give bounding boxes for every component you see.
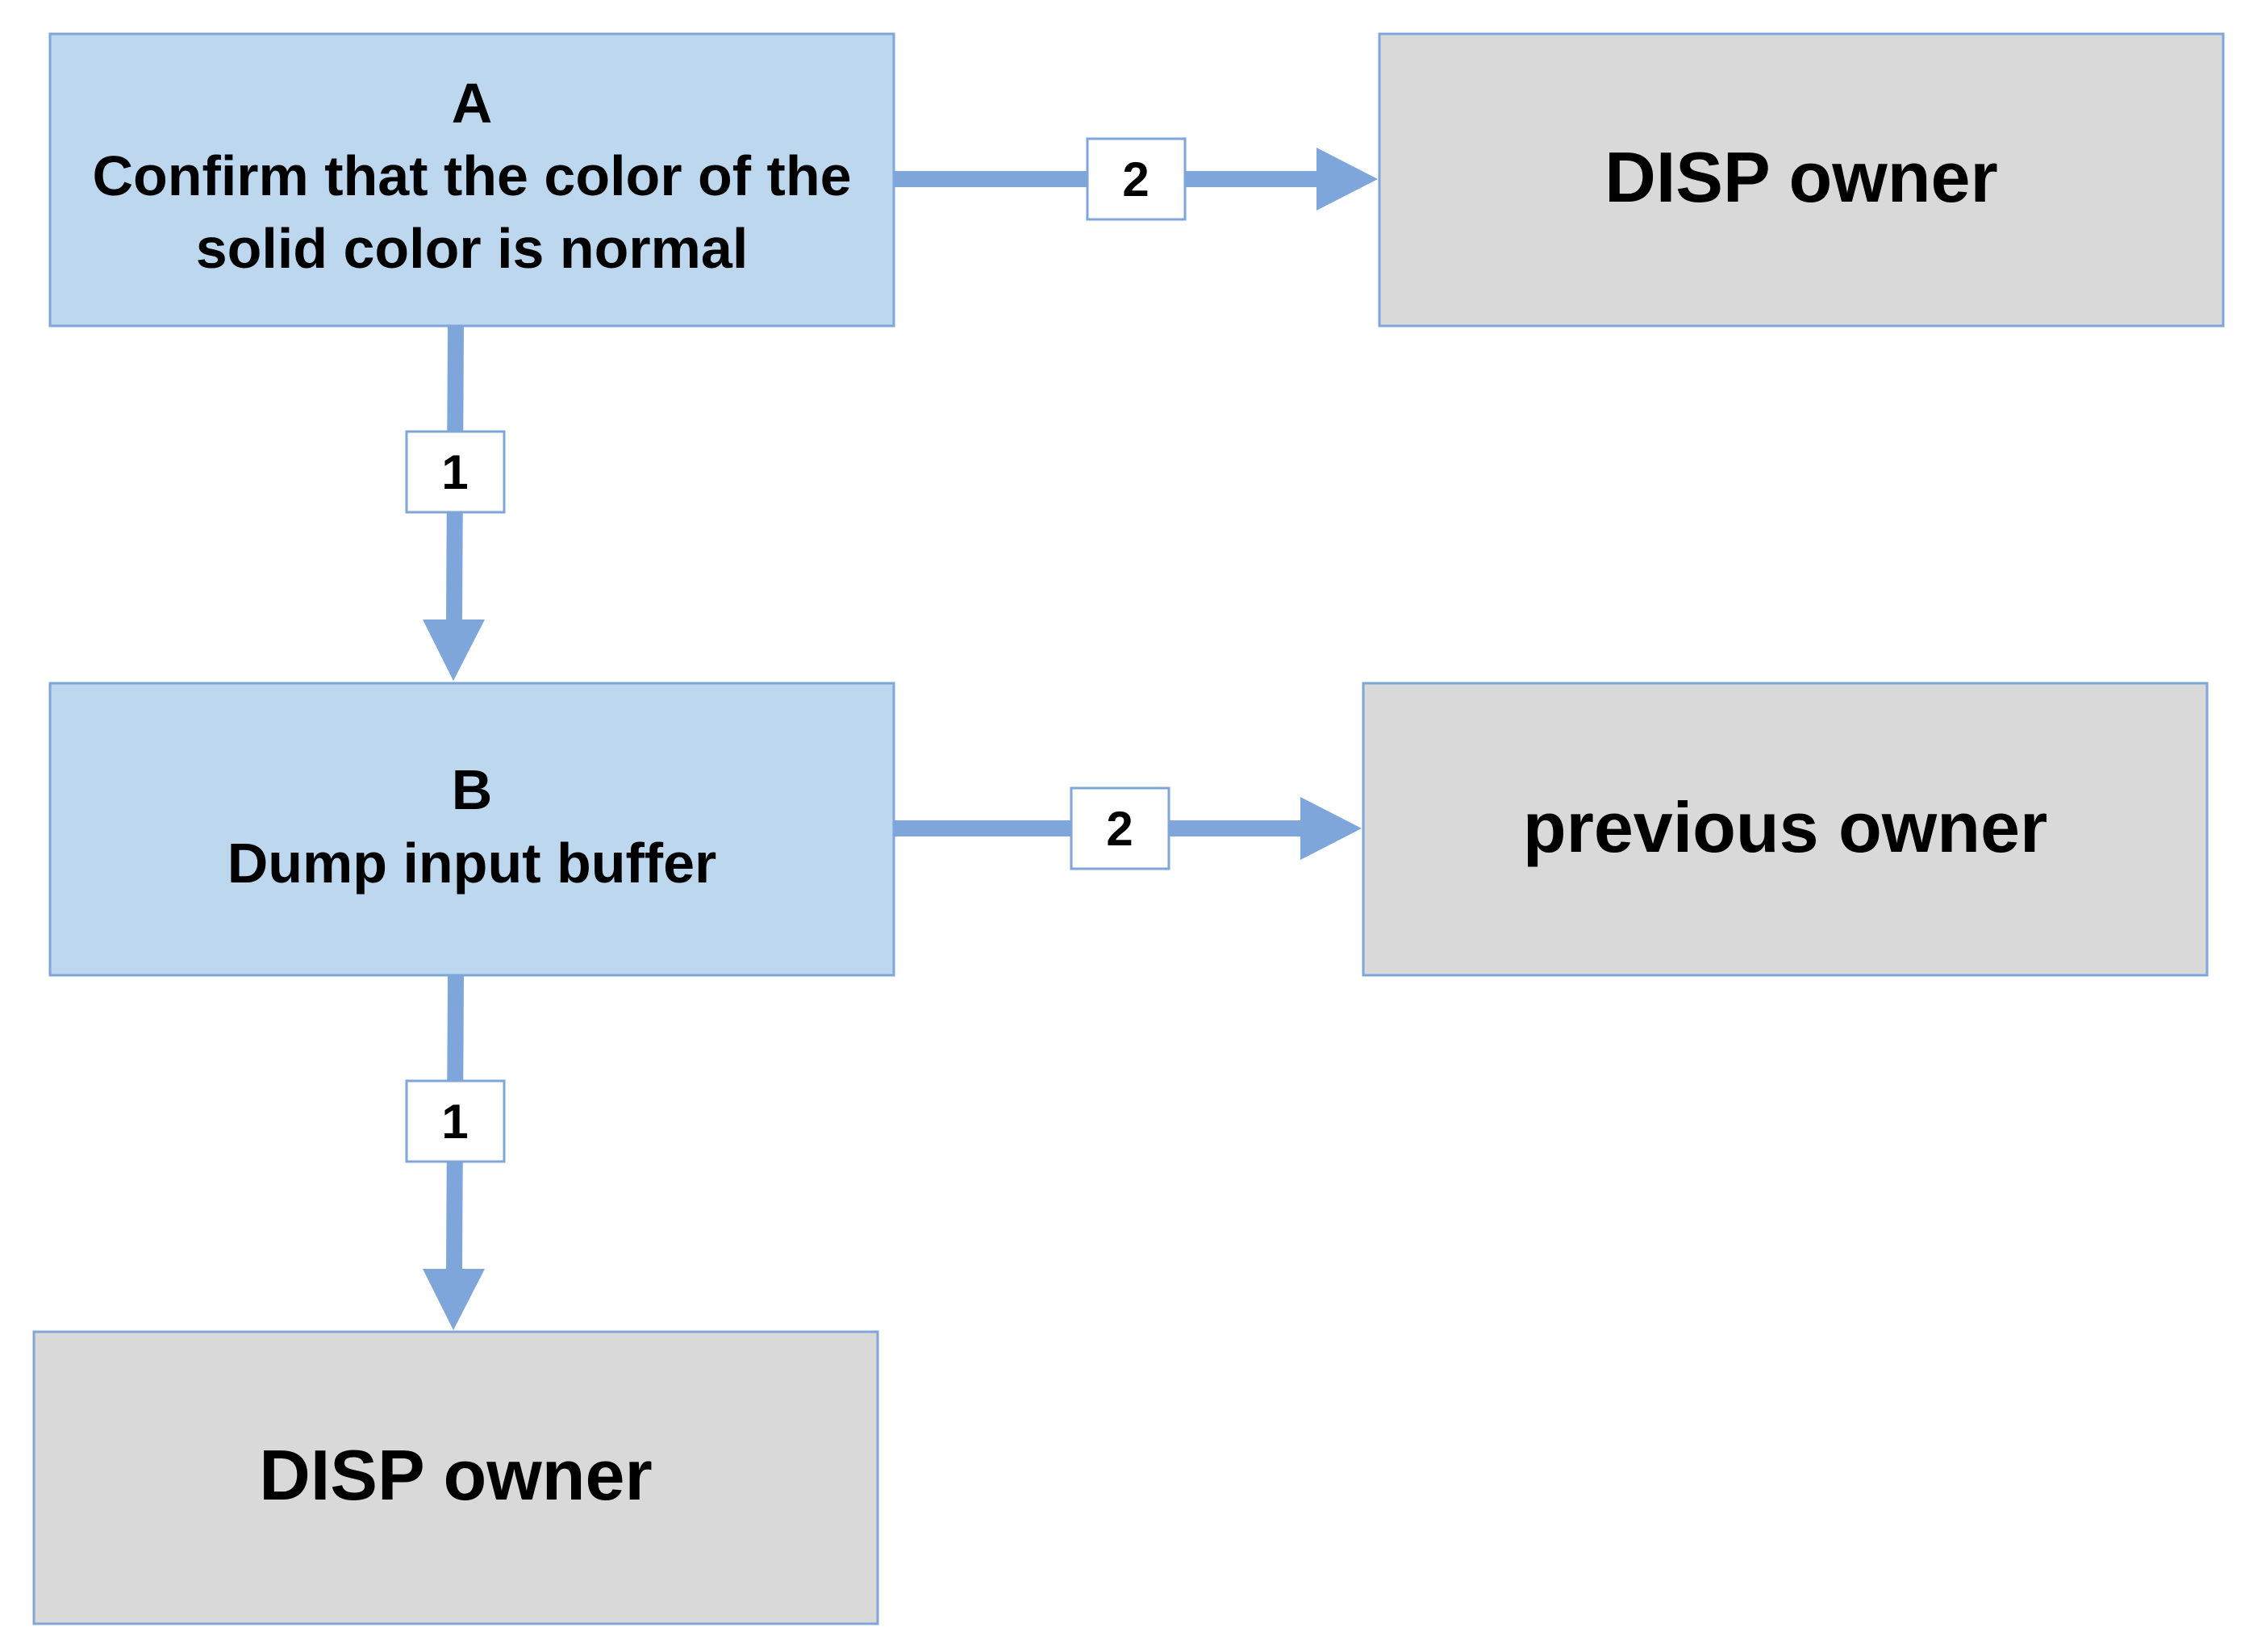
terminal-node-disp-owner-bottom[interactable]: DISP owner [32, 1330, 879, 1625]
node-text-line: Confirm that the color of the [92, 144, 851, 207]
edge-label-text: 1 [441, 445, 468, 499]
edge-label-text: 2 [1106, 802, 1133, 856]
node-text-line: solid color is normal [196, 217, 749, 280]
edge-label-text: 1 [441, 1095, 468, 1149]
edge-label-a-to-a-no: 2 [1086, 137, 1187, 221]
edge-label-b-to-b-no: 2 [1070, 786, 1170, 870]
terminal-node-previous-owner[interactable]: previous owner [1362, 682, 2209, 977]
terminal-label: previous owner [1523, 787, 2047, 867]
process-node-a[interactable]: A Confirm that the color of the solid co… [48, 32, 895, 327]
node-text-line: Dump input buffer [227, 832, 717, 895]
terminal-box [32, 1330, 879, 1625]
process-box [48, 32, 895, 327]
terminal-box [1362, 682, 2209, 977]
edge-label-box [405, 430, 506, 514]
arrowhead-down [423, 620, 485, 681]
edge-label-box [1070, 786, 1170, 870]
arrowhead-right [1316, 148, 1378, 211]
edge-label-box [405, 1079, 506, 1163]
nodes: A Confirm that the color of the solid co… [32, 32, 2225, 1625]
terminal-box [1378, 32, 2225, 327]
node-title: B [452, 758, 493, 821]
edge-label-text: 2 [1122, 152, 1149, 206]
arrowhead-down [423, 1269, 485, 1330]
node-title: A [452, 72, 493, 135]
process-node-b[interactable]: B Dump input buffer [48, 682, 895, 977]
edge-label-box [1086, 137, 1187, 221]
edge-label-a-to-b: 1 [405, 430, 506, 514]
process-box [48, 682, 895, 977]
edge-labels: 2 1 2 1 [405, 137, 1187, 1163]
edge-label-b-to-b-yes: 1 [405, 1079, 506, 1163]
terminal-label: DISP owner [1604, 137, 1997, 217]
arrowhead-right [1300, 797, 1362, 860]
terminal-label: DISP owner [259, 1435, 652, 1515]
terminal-node-disp-owner-top[interactable]: DISP owner [1378, 32, 2225, 327]
